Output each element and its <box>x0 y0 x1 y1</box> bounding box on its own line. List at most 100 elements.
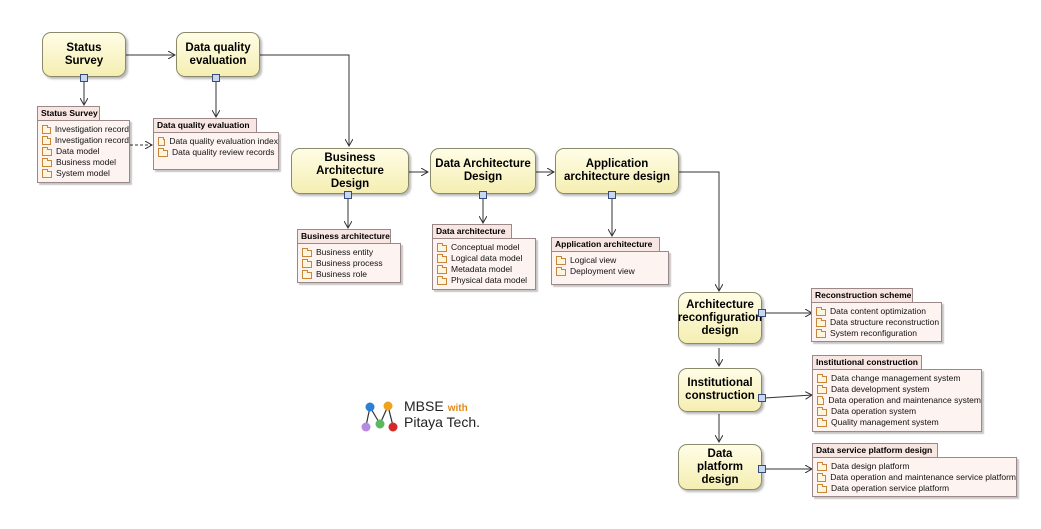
object-item[interactable]: Business process <box>298 258 400 269</box>
activity-data-architecture-design[interactable]: Data Architecture Design <box>430 148 536 194</box>
output-pin[interactable] <box>758 309 766 317</box>
object-flow-institutional <box>764 395 812 398</box>
folder-icon <box>42 158 52 167</box>
logo-with: with <box>447 403 468 414</box>
output-pin[interactable] <box>608 191 616 199</box>
object-item[interactable]: Deployment view <box>552 266 668 277</box>
object-item[interactable]: Data structure reconstruction <box>812 317 941 328</box>
activity-status-survey[interactable]: Status Survey <box>42 32 126 77</box>
folder-icon <box>437 265 447 274</box>
object-item[interactable]: Business entity <box>298 247 400 258</box>
folder-icon <box>817 418 827 427</box>
object-item[interactable]: Logical view <box>552 255 668 266</box>
object-item[interactable]: Business role <box>298 269 400 280</box>
folder-icon <box>817 407 827 416</box>
folder-icon <box>817 484 827 493</box>
output-pin[interactable] <box>212 74 220 82</box>
object-item[interactable]: Business model <box>38 157 129 168</box>
flow-application-to-reconfiguration <box>679 171 719 291</box>
object-item-label: Data change management system <box>831 373 961 383</box>
output-pin[interactable] <box>479 191 487 199</box>
activity-data-platform-design[interactable]: Data platform design <box>678 444 762 490</box>
object-item[interactable]: Data operation and maintenance service p… <box>813 472 1016 483</box>
object-item-label: Deployment view <box>570 266 635 276</box>
activity-architecture-reconfiguration-design[interactable]: Architecture reconfiguration design <box>678 292 762 344</box>
object-item-label: Data operation service platform <box>831 483 950 493</box>
object-item[interactable]: Data model <box>38 146 129 157</box>
object-item[interactable]: Data operation system <box>813 406 981 417</box>
object-item[interactable]: Logical data model <box>433 253 535 264</box>
object-item[interactable]: Data quality evaluation index <box>154 136 278 147</box>
folder-icon <box>817 374 827 383</box>
object-item[interactable]: Conceptual model <box>433 242 535 253</box>
flow-dq-to-business <box>260 54 349 146</box>
object-item-label: Data development system <box>831 384 930 394</box>
object-item-label: Logical data model <box>451 253 523 263</box>
object-item[interactable]: Data change management system <box>813 373 981 384</box>
object-item[interactable]: Data development system <box>813 384 981 395</box>
object-item[interactable]: Data content optimization <box>812 306 941 317</box>
object-item[interactable]: Data operation and maintenance system <box>813 395 981 406</box>
folder-icon <box>302 270 312 279</box>
object-item[interactable]: Investigation record <box>38 124 129 135</box>
activity-business-architecture-design[interactable]: Business Architecture Design <box>291 148 409 194</box>
object-item[interactable]: Data quality review records <box>154 147 278 158</box>
object-item-label: Investigation record <box>54 124 129 134</box>
object-item[interactable]: Data design platform <box>813 461 1016 472</box>
folder-icon <box>556 267 566 276</box>
output-pin[interactable] <box>344 191 352 199</box>
folder-icon <box>42 125 51 134</box>
logo-node-3 <box>361 422 371 432</box>
folder-icon <box>158 148 168 157</box>
object-item-label: Data operation and maintenance service p… <box>830 472 1016 482</box>
folder-icon <box>817 473 827 482</box>
logo-node-1 <box>365 402 375 412</box>
object-item-label: Business process <box>316 258 383 268</box>
object-application-architecture-title: Application architecture <box>551 237 660 251</box>
folder-icon <box>817 396 825 405</box>
object-item-label: System model <box>56 168 110 178</box>
folder-icon <box>42 147 52 156</box>
object-item[interactable]: Investigation record <box>38 135 129 146</box>
activity-data-quality-evaluation[interactable]: Data quality evaluation <box>176 32 260 77</box>
folder-icon <box>437 243 447 252</box>
activity-application-architecture-design[interactable]: Application architecture design <box>555 148 679 194</box>
object-item-label: Logical view <box>570 255 617 265</box>
output-pin[interactable] <box>80 74 88 82</box>
object-item[interactable]: Quality management system <box>813 417 981 428</box>
logo-node-4 <box>375 419 385 429</box>
folder-icon <box>816 329 826 338</box>
object-item-label: Investigation record <box>54 135 129 145</box>
object-item[interactable]: Metadata model <box>433 264 535 275</box>
object-item[interactable]: Physical data model <box>433 275 535 286</box>
object-item-label: Physical data model <box>451 275 528 285</box>
object-item-label: System reconfiguration <box>830 328 917 338</box>
object-item-label: Business entity <box>316 247 374 257</box>
object-item[interactable]: System reconfiguration <box>812 328 941 339</box>
object-item-label: Data model <box>56 146 100 156</box>
activity-institutional-construction[interactable]: Institutional construction <box>678 368 762 412</box>
object-item-label: Data quality review records <box>172 147 275 157</box>
logo-line-2: Pitaya Tech. <box>404 414 481 430</box>
folder-icon <box>556 256 566 265</box>
output-pin[interactable] <box>758 465 766 473</box>
object-item[interactable]: System model <box>38 168 129 179</box>
object-item-label: Conceptual model <box>451 242 520 252</box>
object-item[interactable]: Data operation service platform <box>813 483 1016 494</box>
folder-icon <box>302 259 312 268</box>
output-pin[interactable] <box>758 394 766 402</box>
object-item-label: Data operation system <box>831 406 917 416</box>
object-data-architecture-title: Data architecture <box>432 224 512 238</box>
object-item-label: Data operation and maintenance system <box>828 395 981 405</box>
